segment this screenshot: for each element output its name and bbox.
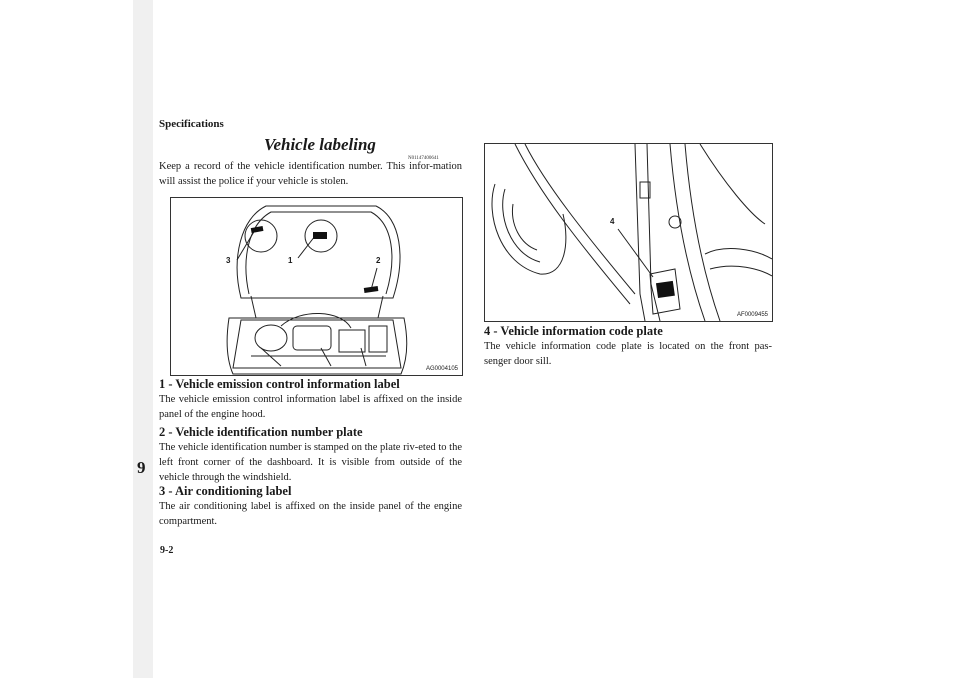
chapter-tab-number: 9 (137, 458, 146, 477)
engine-compartment-figure: 3 1 2 AG0004105 (170, 197, 463, 376)
figure2-code: AF0009455 (736, 312, 768, 318)
engine-compartment-illustration (226, 205, 408, 375)
item-3-heading: 3 - Air conditioning label (159, 484, 292, 498)
callout-3: 3 (226, 256, 231, 265)
door-sill-figure: 4 AF0009455 (484, 143, 773, 322)
section-header: Specifications (159, 118, 224, 130)
door-sill-illustration (491, 144, 772, 321)
callout-1: 1 (288, 256, 293, 265)
item-4-heading: 4 - Vehicle information code plate (484, 324, 663, 338)
chapter-tab (133, 0, 153, 678)
callout-2: 2 (376, 256, 381, 265)
page-title: Vehicle labeling (264, 135, 376, 154)
title-code: N01147400641 (408, 156, 439, 161)
item-2-text: The vehicle identification number is sta… (159, 442, 462, 483)
intro-paragraph: Keep a record of the vehicle identificat… (159, 161, 462, 187)
item-3-text: The air conditioning label is affixed on… (159, 501, 462, 527)
item-1-text: The vehicle emission control information… (159, 394, 462, 420)
figure1-code: AG0004105 (425, 366, 458, 372)
callout-4: 4 (610, 217, 615, 226)
item-4-text: The vehicle information code plate is lo… (484, 341, 772, 367)
page-number: 9-2 (160, 545, 174, 556)
item-1-heading: 1 - Vehicle emission control information… (159, 377, 400, 391)
item-2-heading: 2 - Vehicle identification number plate (159, 425, 363, 439)
